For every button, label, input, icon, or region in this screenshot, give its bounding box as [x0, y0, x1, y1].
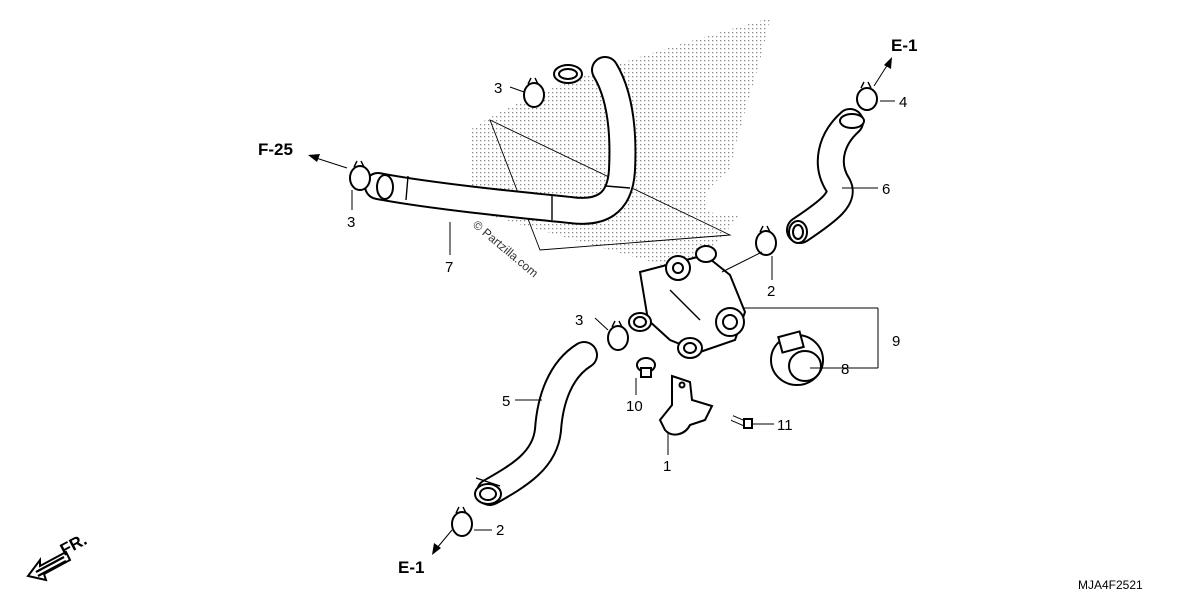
- callout-3-left: 3: [347, 214, 355, 231]
- callout-7: 7: [445, 259, 453, 276]
- reference-arrows: [308, 57, 892, 555]
- reference-e1-top: E-1: [891, 36, 917, 55]
- callout-11: 11: [777, 417, 793, 434]
- part-code: MJA4F2521: [1078, 578, 1143, 592]
- bolt-10: [636, 357, 656, 378]
- callout-10: 10: [626, 398, 643, 415]
- callout-6: 6: [882, 181, 890, 198]
- leader-lines: [351, 86, 895, 531]
- hose-6: [786, 108, 865, 244]
- callout-5: 5: [502, 393, 510, 410]
- callout-2-lower: 2: [496, 522, 504, 539]
- clip-2-lower: [451, 506, 473, 537]
- clip-3-top: [523, 77, 545, 108]
- front-arrow-icon: [26, 550, 72, 582]
- clip-3-left: [349, 160, 371, 191]
- callout-3-mid: 3: [575, 312, 583, 329]
- clip-4: [856, 81, 878, 111]
- bracket-1: [658, 374, 714, 436]
- callout-2-upper: 2: [767, 283, 775, 300]
- callout-3-top: 3: [494, 80, 502, 97]
- callout-8: 8: [841, 361, 849, 378]
- hose-7: [364, 56, 637, 225]
- reference-f25: F-25: [258, 140, 293, 159]
- reference-e1-bottom: E-1: [398, 558, 424, 577]
- screw-11: [730, 415, 753, 429]
- callout-9: 9: [892, 333, 900, 350]
- clip-3-mid: [607, 320, 629, 351]
- band-8: [770, 330, 824, 386]
- air-injection-valve: [628, 245, 747, 359]
- clip-2-upper: [755, 225, 777, 256]
- hose-5: [474, 341, 598, 506]
- callout-4: 4: [899, 94, 907, 111]
- callout-1: 1: [663, 458, 671, 475]
